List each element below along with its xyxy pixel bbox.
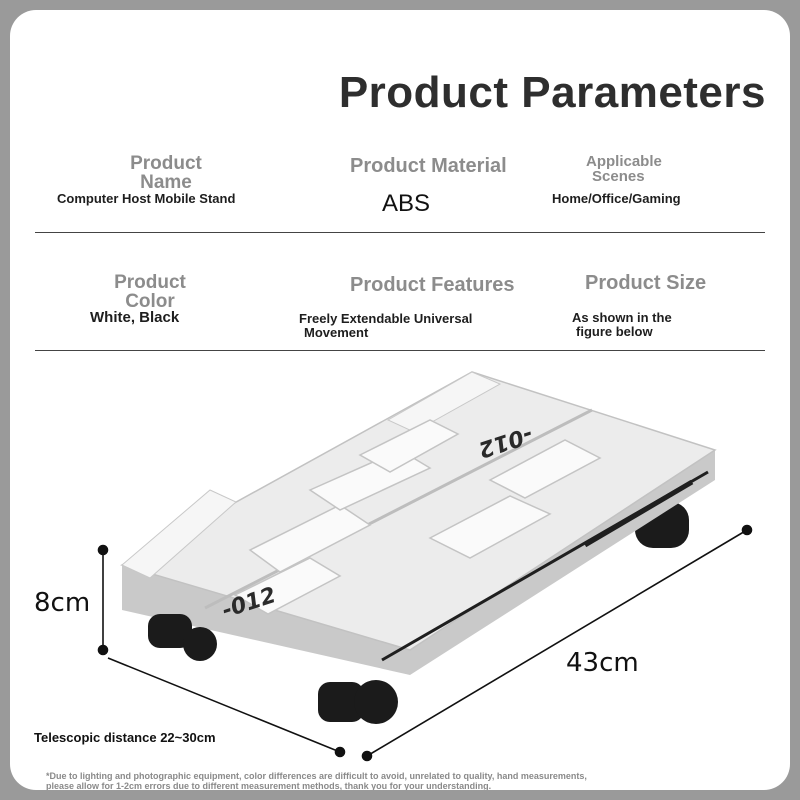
product-features-value-line2: Movement xyxy=(304,325,369,340)
product-material-label: Product Material xyxy=(350,155,507,177)
product-features-label: Product Features xyxy=(350,274,515,296)
stand-seam xyxy=(204,408,593,610)
product-name-value: Computer Host Mobile Stand xyxy=(57,191,236,206)
page-title: Product Parameters xyxy=(338,68,766,117)
stand-rail-right xyxy=(386,371,502,433)
length-dimension: 43cm xyxy=(566,648,639,678)
product-size-value-line2: figure below xyxy=(576,324,653,339)
telescopic-distance: Telescopic distance 22~30cm xyxy=(34,730,216,745)
product-color-label-line1: Product xyxy=(114,272,186,293)
product-name-label-line2: Name xyxy=(140,172,192,193)
applicable-scenes-label-line1: Applicable xyxy=(586,153,662,170)
product-card: Product Parameters Product Name Computer… xyxy=(10,10,790,790)
product-size-value: As shown in the figure below xyxy=(572,311,672,339)
stand-accent-stripe-2 xyxy=(583,479,694,548)
product-name-label-line1: Product xyxy=(130,153,202,174)
stand-illustration: -012 -012 xyxy=(97,371,753,762)
applicable-scenes-label: Applicable Scenes xyxy=(586,154,662,184)
disclaimer-line1: *Due to lighting and photographic equipm… xyxy=(46,771,587,781)
product-material-value: ABS xyxy=(382,190,431,217)
product-color-label: Product Color xyxy=(90,273,210,311)
product-color-value: White, Black xyxy=(90,309,180,326)
divider-2 xyxy=(35,350,765,351)
disclaimer-line2: please allow for 1-2cm errors due to dif… xyxy=(46,781,492,790)
product-features-value-line1: Freely Extendable Universal xyxy=(299,311,473,326)
wheel-front-icon xyxy=(148,614,398,724)
stand-cutouts xyxy=(233,419,602,615)
product-size-value-line1: As shown in the xyxy=(572,310,672,325)
applicable-scenes-label-line2: Scenes xyxy=(592,168,645,185)
stand-rail-left xyxy=(121,489,237,579)
dimension-lines xyxy=(97,524,753,762)
applicable-scenes-value: Home/Office/Gaming xyxy=(552,191,681,206)
product-size-label: Product Size xyxy=(585,272,707,294)
height-dimension: 8cm xyxy=(34,588,91,618)
product-name-label: Product Name xyxy=(106,154,226,192)
product-color-label-line2: Color xyxy=(125,291,175,312)
disclaimer: *Due to lighting and photographic equipm… xyxy=(46,771,746,790)
divider-1 xyxy=(35,232,765,233)
product-features-value: Freely Extendable Universal Movement xyxy=(299,312,472,340)
